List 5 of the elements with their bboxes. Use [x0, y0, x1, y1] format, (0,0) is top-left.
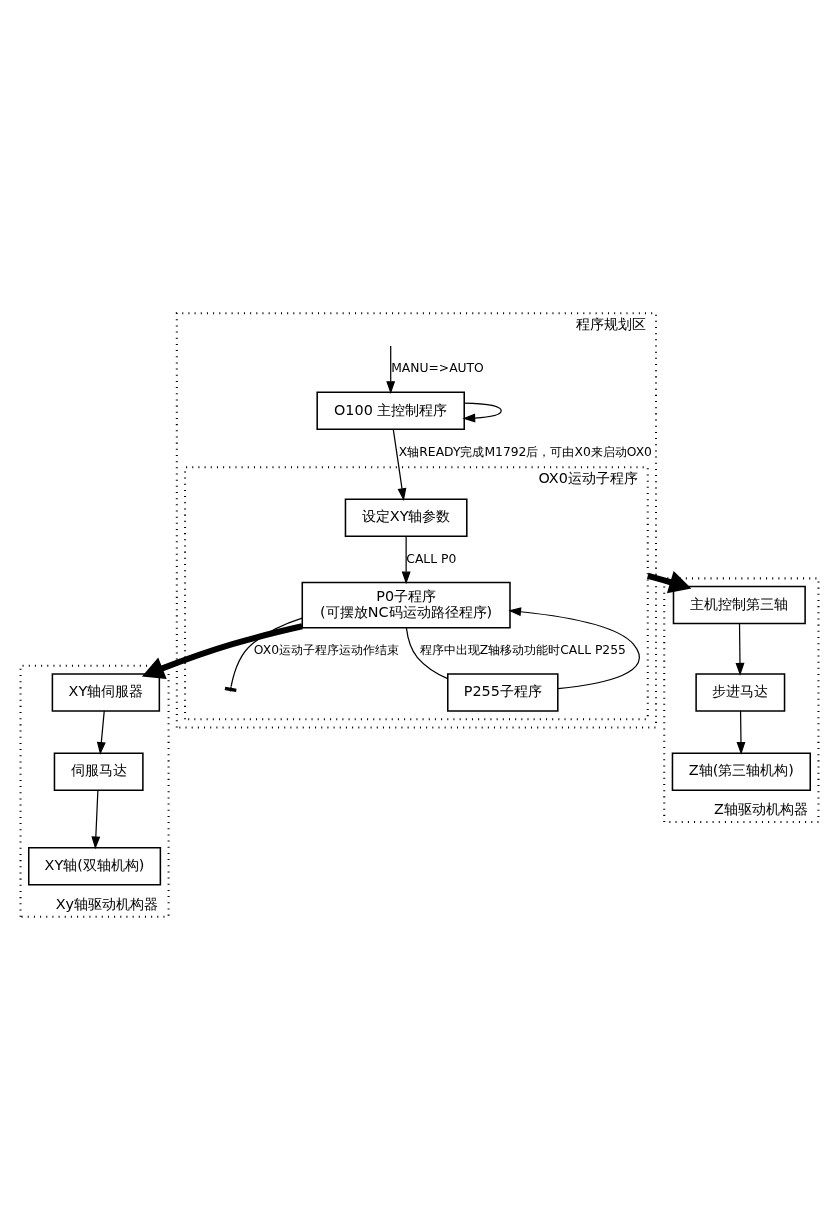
edge-label: CALL P0: [406, 551, 457, 566]
edge-label: X轴READY完成M1792后，可由X0来启动OX0: [398, 444, 652, 459]
edge-label: MANU=>AUTO: [391, 360, 484, 375]
edge-label: OX0运动子程序运动作结束: [253, 642, 400, 657]
edge-label: 程序中出现Z轴移动功能时CALL P255: [419, 642, 626, 657]
